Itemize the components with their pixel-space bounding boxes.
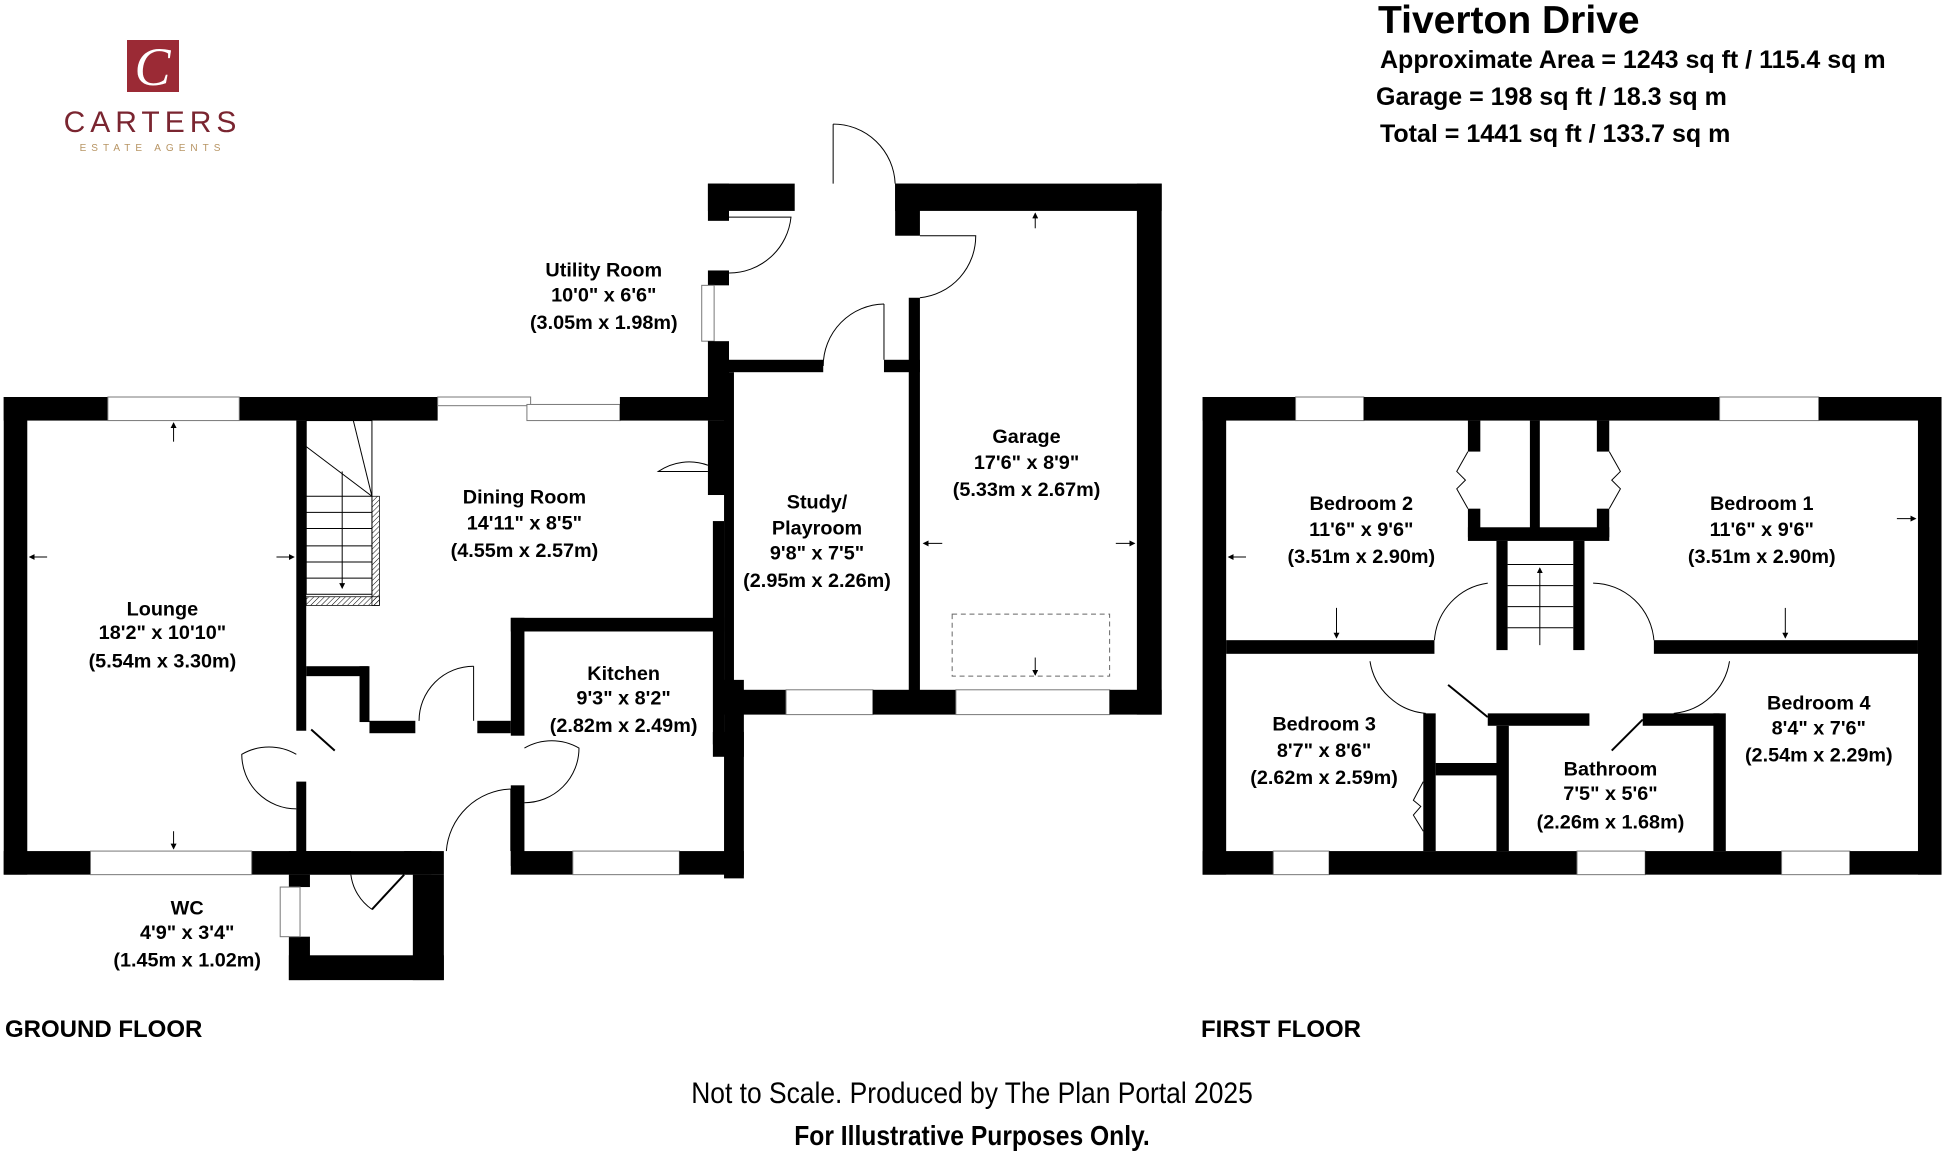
- ground-floor-label: GROUND FLOOR: [5, 1016, 203, 1043]
- svg-text:(2.26m x 1.68m): (2.26m x 1.68m): [1537, 812, 1685, 834]
- room-study: Study/ Playroom 9'8" x 7'5" (2.95m x 2.2…: [743, 492, 891, 592]
- svg-text:18'2" x 10'10": 18'2" x 10'10": [99, 622, 226, 644]
- svg-text:9'3" x 8'2": 9'3" x 8'2": [576, 688, 670, 710]
- svg-text:Kitchen: Kitchen: [587, 663, 660, 685]
- svg-text:Bathroom: Bathroom: [1564, 758, 1658, 780]
- svg-text:Dining Room: Dining Room: [463, 487, 586, 509]
- svg-text:Garage: Garage: [992, 426, 1060, 448]
- room-kitchen: Kitchen 9'3" x 8'2" (2.82m x 2.49m): [550, 663, 698, 737]
- svg-text:17'6" x 8'9": 17'6" x 8'9": [974, 452, 1079, 474]
- svg-text:(3.51m x 2.90m): (3.51m x 2.90m): [1688, 546, 1836, 568]
- room-bathroom: Bathroom 7'5" x 5'6" (2.26m x 1.68m): [1537, 758, 1685, 833]
- logo-c-mark-icon: C: [126, 40, 179, 92]
- illustrative-note: For Illustrative Purposes Only.: [794, 1120, 1150, 1151]
- total-area: Total = 1441 sq ft / 133.7 sq m: [1380, 120, 1731, 148]
- dimension-arrows: [28, 212, 1917, 850]
- svg-text:11'6" x 9'6": 11'6" x 9'6": [1309, 519, 1413, 541]
- svg-text:(1.45m x 1.02m): (1.45m x 1.02m): [113, 949, 261, 971]
- svg-text:(2.62m x 2.59m): (2.62m x 2.59m): [1250, 767, 1398, 789]
- carters-logo: C CARTERS ESTATE AGENTS: [60, 40, 245, 154]
- room-bedroom-4: Bedroom 4 8'4" x 7'6" (2.54m x 2.29m): [1745, 693, 1893, 767]
- property-title: Tiverton Drive: [1378, 0, 1640, 42]
- first-floor-plan: [1202, 396, 1942, 876]
- svg-text:(2.82m x 2.49m): (2.82m x 2.49m): [550, 715, 698, 737]
- svg-text:(2.95m x 2.26m): (2.95m x 2.26m): [743, 570, 891, 592]
- svg-text:11'6" x 9'6": 11'6" x 9'6": [1710, 519, 1814, 541]
- room-garage: Garage 17'6" x 8'9" (5.33m x 2.67m): [953, 426, 1101, 501]
- svg-text:(4.55m x 2.57m): (4.55m x 2.57m): [451, 540, 599, 562]
- svg-text:Bedroom 4: Bedroom 4: [1767, 693, 1871, 715]
- svg-text:7'5" x 5'6": 7'5" x 5'6": [1563, 783, 1657, 805]
- garage-area: Garage = 198 sq ft / 18.3 sq m: [1376, 83, 1727, 111]
- room-bedroom-2: Bedroom 2 11'6" x 9'6" (3.51m x 2.90m): [1287, 493, 1435, 568]
- svg-text:Study/: Study/: [787, 492, 848, 514]
- svg-text:(3.51m x 2.90m): (3.51m x 2.90m): [1287, 546, 1435, 568]
- svg-text:14'11" x 8'5": 14'11" x 8'5": [467, 513, 582, 535]
- svg-text:(2.54m x 2.29m): (2.54m x 2.29m): [1745, 745, 1893, 767]
- svg-text:8'4" x 7'6": 8'4" x 7'6": [1772, 717, 1866, 739]
- svg-text:Utility Room: Utility Room: [545, 260, 662, 282]
- svg-text:Bedroom 3: Bedroom 3: [1272, 714, 1376, 736]
- svg-text:Bedroom 2: Bedroom 2: [1310, 493, 1414, 515]
- scale-disclaimer: Not to Scale. Produced by The Plan Porta…: [691, 1077, 1253, 1110]
- svg-text:Playroom: Playroom: [772, 518, 862, 540]
- logo-tagline: ESTATE AGENTS: [79, 143, 226, 154]
- svg-text:9'8" x 7'5": 9'8" x 7'5": [770, 543, 864, 565]
- svg-text:(5.33m x 2.67m): (5.33m x 2.67m): [953, 479, 1101, 501]
- svg-text:WC: WC: [171, 897, 204, 919]
- first-floor-label: FIRST FLOOR: [1201, 1016, 1361, 1043]
- room-utility: Utility Room 10'0" x 6'6" (3.05m x 1.98m…: [530, 260, 678, 334]
- approximate-area: Approximate Area = 1243 sq ft / 115.4 sq…: [1380, 46, 1886, 74]
- title-block: Tiverton Drive Approximate Area = 1243 s…: [1376, 0, 1886, 153]
- svg-text:4'9" x 3'4": 4'9" x 3'4": [140, 922, 234, 944]
- room-dining: Dining Room 14'11" x 8'5" (4.55m x 2.57m…: [451, 487, 599, 562]
- room-bedroom-1: Bedroom 1 11'6" x 9'6" (3.51m x 2.90m): [1688, 493, 1836, 568]
- ground-floor-plan: [3, 123, 1162, 981]
- svg-text:(5.54m x 3.30m): (5.54m x 3.30m): [89, 650, 237, 672]
- svg-text:Bedroom 1: Bedroom 1: [1710, 493, 1814, 515]
- room-lounge: Lounge 18'2" x 10'10" (5.54m x 3.30m): [89, 598, 237, 672]
- svg-text:Lounge: Lounge: [127, 598, 199, 620]
- svg-text:10'0" x 6'6": 10'0" x 6'6": [551, 284, 656, 306]
- svg-text:(3.05m x 1.98m): (3.05m x 1.98m): [530, 312, 678, 334]
- logo-name: CARTERS: [63, 106, 242, 139]
- room-wc: WC 4'9" x 3'4" (1.45m x 1.02m): [113, 897, 261, 971]
- room-bedroom-3: Bedroom 3 8'7" x 8'6" (2.62m x 2.59m): [1250, 714, 1398, 789]
- svg-text:8'7" x 8'6": 8'7" x 8'6": [1277, 740, 1371, 762]
